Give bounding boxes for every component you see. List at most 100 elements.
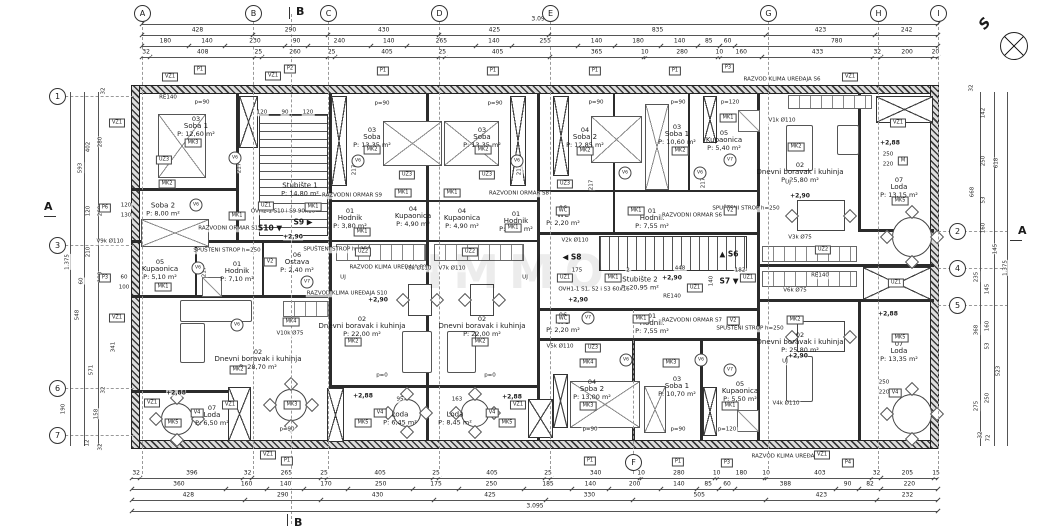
room-name: Dnevni boravak i kuhinja bbox=[438, 322, 526, 331]
room-name: Stubište 1 bbox=[282, 181, 318, 190]
room-area: P: 10,60 m² bbox=[658, 137, 696, 146]
bed bbox=[645, 104, 669, 190]
annotation-text: +2,90 bbox=[283, 233, 303, 241]
room-number: 01 bbox=[232, 259, 242, 268]
annotation-tag: V4 bbox=[485, 408, 499, 418]
grid-line bbox=[50, 245, 134, 246]
annotation-tag: UZ2 bbox=[814, 245, 832, 255]
grid-line bbox=[142, 22, 143, 474]
annotation-text: 668 bbox=[969, 186, 976, 198]
room-area: P: 5,40 m² bbox=[707, 143, 741, 152]
room-number: 04 bbox=[408, 204, 418, 213]
wall bbox=[131, 85, 939, 94]
annotation-tag: MK2 bbox=[474, 145, 492, 155]
grid-marker-G: G bbox=[760, 5, 777, 22]
annotation-text: 160 bbox=[980, 222, 987, 234]
room-area: P: 13,00 m² bbox=[573, 392, 611, 401]
annotation-tag: UZ1 bbox=[739, 273, 757, 283]
room-number: 01 bbox=[647, 206, 657, 215]
room-name: Loda bbox=[203, 411, 221, 420]
dim-value: 60 bbox=[722, 37, 733, 45]
annotation-tag: MK2 bbox=[471, 337, 489, 347]
shaft-box bbox=[331, 96, 347, 186]
annotation-tag: MK2 bbox=[158, 179, 176, 189]
grid-line bbox=[50, 435, 134, 436]
annotation-text: OVH1-1 S1, S2 i S3 60x16 bbox=[557, 286, 631, 293]
dim-value: 425 bbox=[483, 491, 497, 499]
dim-line bbox=[98, 92, 99, 446]
annotation-tag: P1 bbox=[588, 66, 602, 76]
room-name: Loda bbox=[890, 347, 908, 356]
dim-value: 265 bbox=[434, 37, 449, 45]
annotation-tag: P6 bbox=[98, 203, 112, 213]
room-number: 03 bbox=[672, 122, 682, 131]
annotation-text: +2,90 bbox=[788, 352, 808, 360]
wall bbox=[858, 93, 861, 232]
annotation-text: 60 bbox=[78, 277, 85, 285]
annotation-text: V2k Ø110 bbox=[560, 237, 590, 244]
annotation-text: V1k Ø110 bbox=[767, 117, 797, 124]
annotation-text: p=90 bbox=[587, 99, 605, 106]
grid-marker-B: B bbox=[245, 5, 262, 22]
dim-value: 15 bbox=[931, 469, 941, 477]
annotation-tag: P1 bbox=[280, 456, 294, 466]
dim-value: 200 bbox=[627, 480, 642, 488]
annotation-text: p=90 bbox=[669, 426, 687, 433]
annotation-text: 95 bbox=[395, 396, 405, 403]
annotation-tag: MK1 bbox=[632, 314, 650, 324]
dim-value: 32 bbox=[872, 48, 883, 56]
annotation-text: RAZVOD KLIMA UREĐAJA S9 bbox=[348, 264, 428, 271]
annotation-text: 12 bbox=[84, 439, 91, 447]
room-name: Soba 1 bbox=[183, 122, 209, 131]
dim-chain-line bbox=[142, 46, 938, 47]
room-area: P: 25,80 m² bbox=[781, 345, 819, 354]
section-marker-top-line bbox=[289, 7, 290, 19]
annotation-tag: MK5 bbox=[498, 418, 516, 428]
annotation-text: 175 bbox=[570, 267, 584, 274]
annotation-text: V8k Ø110 bbox=[403, 265, 433, 272]
room-name: Soba 2 bbox=[150, 201, 176, 210]
room-name: Soba 1 bbox=[664, 130, 690, 139]
annotation-text: RE140 bbox=[662, 293, 682, 300]
chair bbox=[304, 397, 320, 413]
room-number: 01 bbox=[345, 206, 355, 215]
annotation-text: 32 bbox=[97, 443, 104, 451]
dim-value: 32 bbox=[871, 469, 882, 477]
dim-value: 388 bbox=[778, 480, 793, 488]
annotation-tag: MK1 bbox=[443, 188, 461, 198]
dim-value: 220 bbox=[902, 480, 917, 488]
annotation-text: 32 bbox=[968, 84, 975, 92]
dim-value: 90 bbox=[291, 37, 302, 45]
dim-value: 25 bbox=[431, 469, 441, 477]
annotation-text: +2,90 bbox=[568, 296, 588, 304]
annotation-tag: V2 bbox=[723, 206, 737, 216]
room-area: P: 10,70 m² bbox=[658, 389, 696, 398]
dim-value: 433 bbox=[810, 48, 825, 56]
annotation-tag: UZ3 bbox=[584, 343, 602, 353]
kitchen-counter bbox=[762, 246, 857, 262]
dim-value: 428 bbox=[181, 491, 196, 499]
dim-value: 265 bbox=[279, 469, 294, 477]
annotation-text: +2,88 bbox=[878, 310, 898, 318]
annotation-tag: UZ1 bbox=[257, 201, 275, 211]
grid-line bbox=[439, 22, 440, 474]
room-area: P: 6,50 m² bbox=[195, 418, 229, 427]
annotation-tag: P1 bbox=[671, 457, 685, 467]
dim-value: 85 bbox=[703, 37, 714, 45]
shaft-box bbox=[703, 96, 717, 143]
room-name: Hodnik bbox=[337, 214, 363, 223]
annotation-tag: V4 bbox=[373, 408, 387, 418]
dim-value: 85 bbox=[703, 480, 713, 488]
room-name: Hodnik bbox=[639, 214, 665, 223]
dim-value: 32 bbox=[242, 469, 253, 477]
shaft-box bbox=[553, 374, 568, 428]
wall bbox=[132, 240, 332, 243]
annotation-text: +2,88 bbox=[502, 393, 522, 401]
annotation-text: ◀ S8 bbox=[562, 252, 582, 262]
annotation-text: SPUŠTENI STROP h=250 bbox=[192, 247, 262, 254]
annotation-tag: MK4 bbox=[282, 317, 300, 327]
bed bbox=[444, 121, 499, 166]
